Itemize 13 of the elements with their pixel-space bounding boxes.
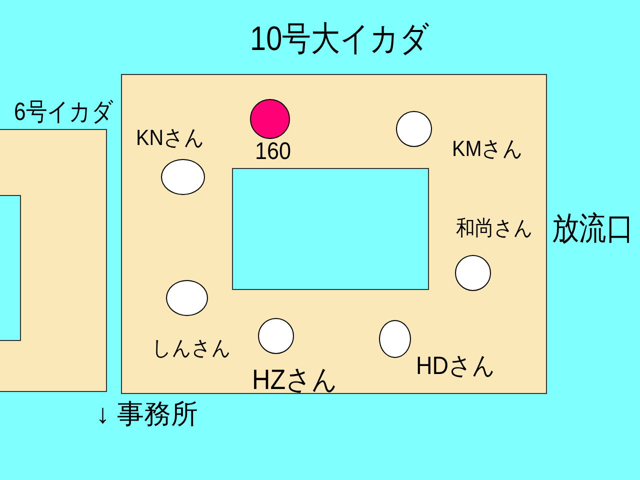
name-label: KNさん	[136, 127, 205, 149]
place-label: 放流口	[552, 212, 634, 244]
name-label: 和尚さん	[456, 218, 534, 239]
raft-title: 6号イカダ	[14, 100, 114, 125]
place-label: ↓ 事務所	[96, 401, 198, 428]
name-label: 160	[255, 140, 292, 164]
name-label: HDさん	[416, 354, 496, 379]
name-label: HZさん	[252, 366, 338, 394]
water-opening	[0, 195, 21, 341]
name-label: しんさん	[152, 338, 232, 359]
raft-title: 10号大イカダ	[250, 22, 430, 56]
name-label: KMさん	[452, 138, 524, 160]
water-opening	[232, 168, 429, 290]
